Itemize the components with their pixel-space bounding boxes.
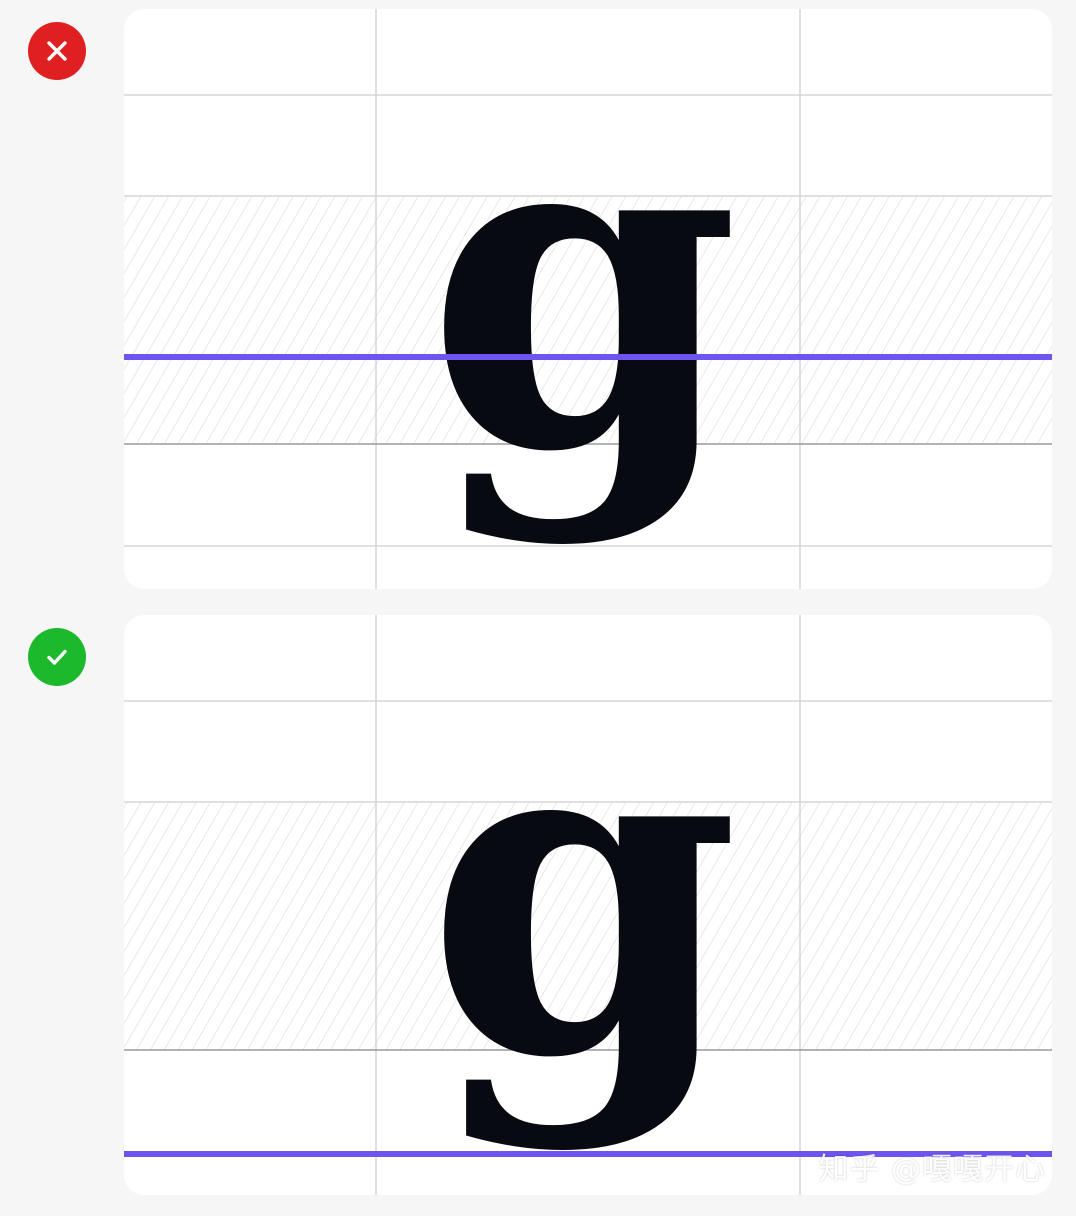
close-icon — [47, 41, 67, 61]
x-height-band — [124, 196, 1052, 444]
check-icon — [47, 649, 67, 665]
glyph-g: g — [426, 22, 741, 551]
error-status-badge — [28, 22, 86, 80]
example-card-correct: g — [124, 615, 1052, 1195]
glyph-g: g — [426, 628, 741, 1157]
x-height-band — [124, 802, 1052, 1050]
watermark: 知乎 @嘎嘎开心 — [818, 1152, 1046, 1187]
type-grid-diagram: g — [124, 9, 1052, 589]
success-status-badge — [28, 628, 86, 686]
example-card-incorrect: g — [124, 9, 1052, 589]
type-grid-diagram: g — [124, 615, 1052, 1195]
grid-lines — [124, 9, 1052, 589]
